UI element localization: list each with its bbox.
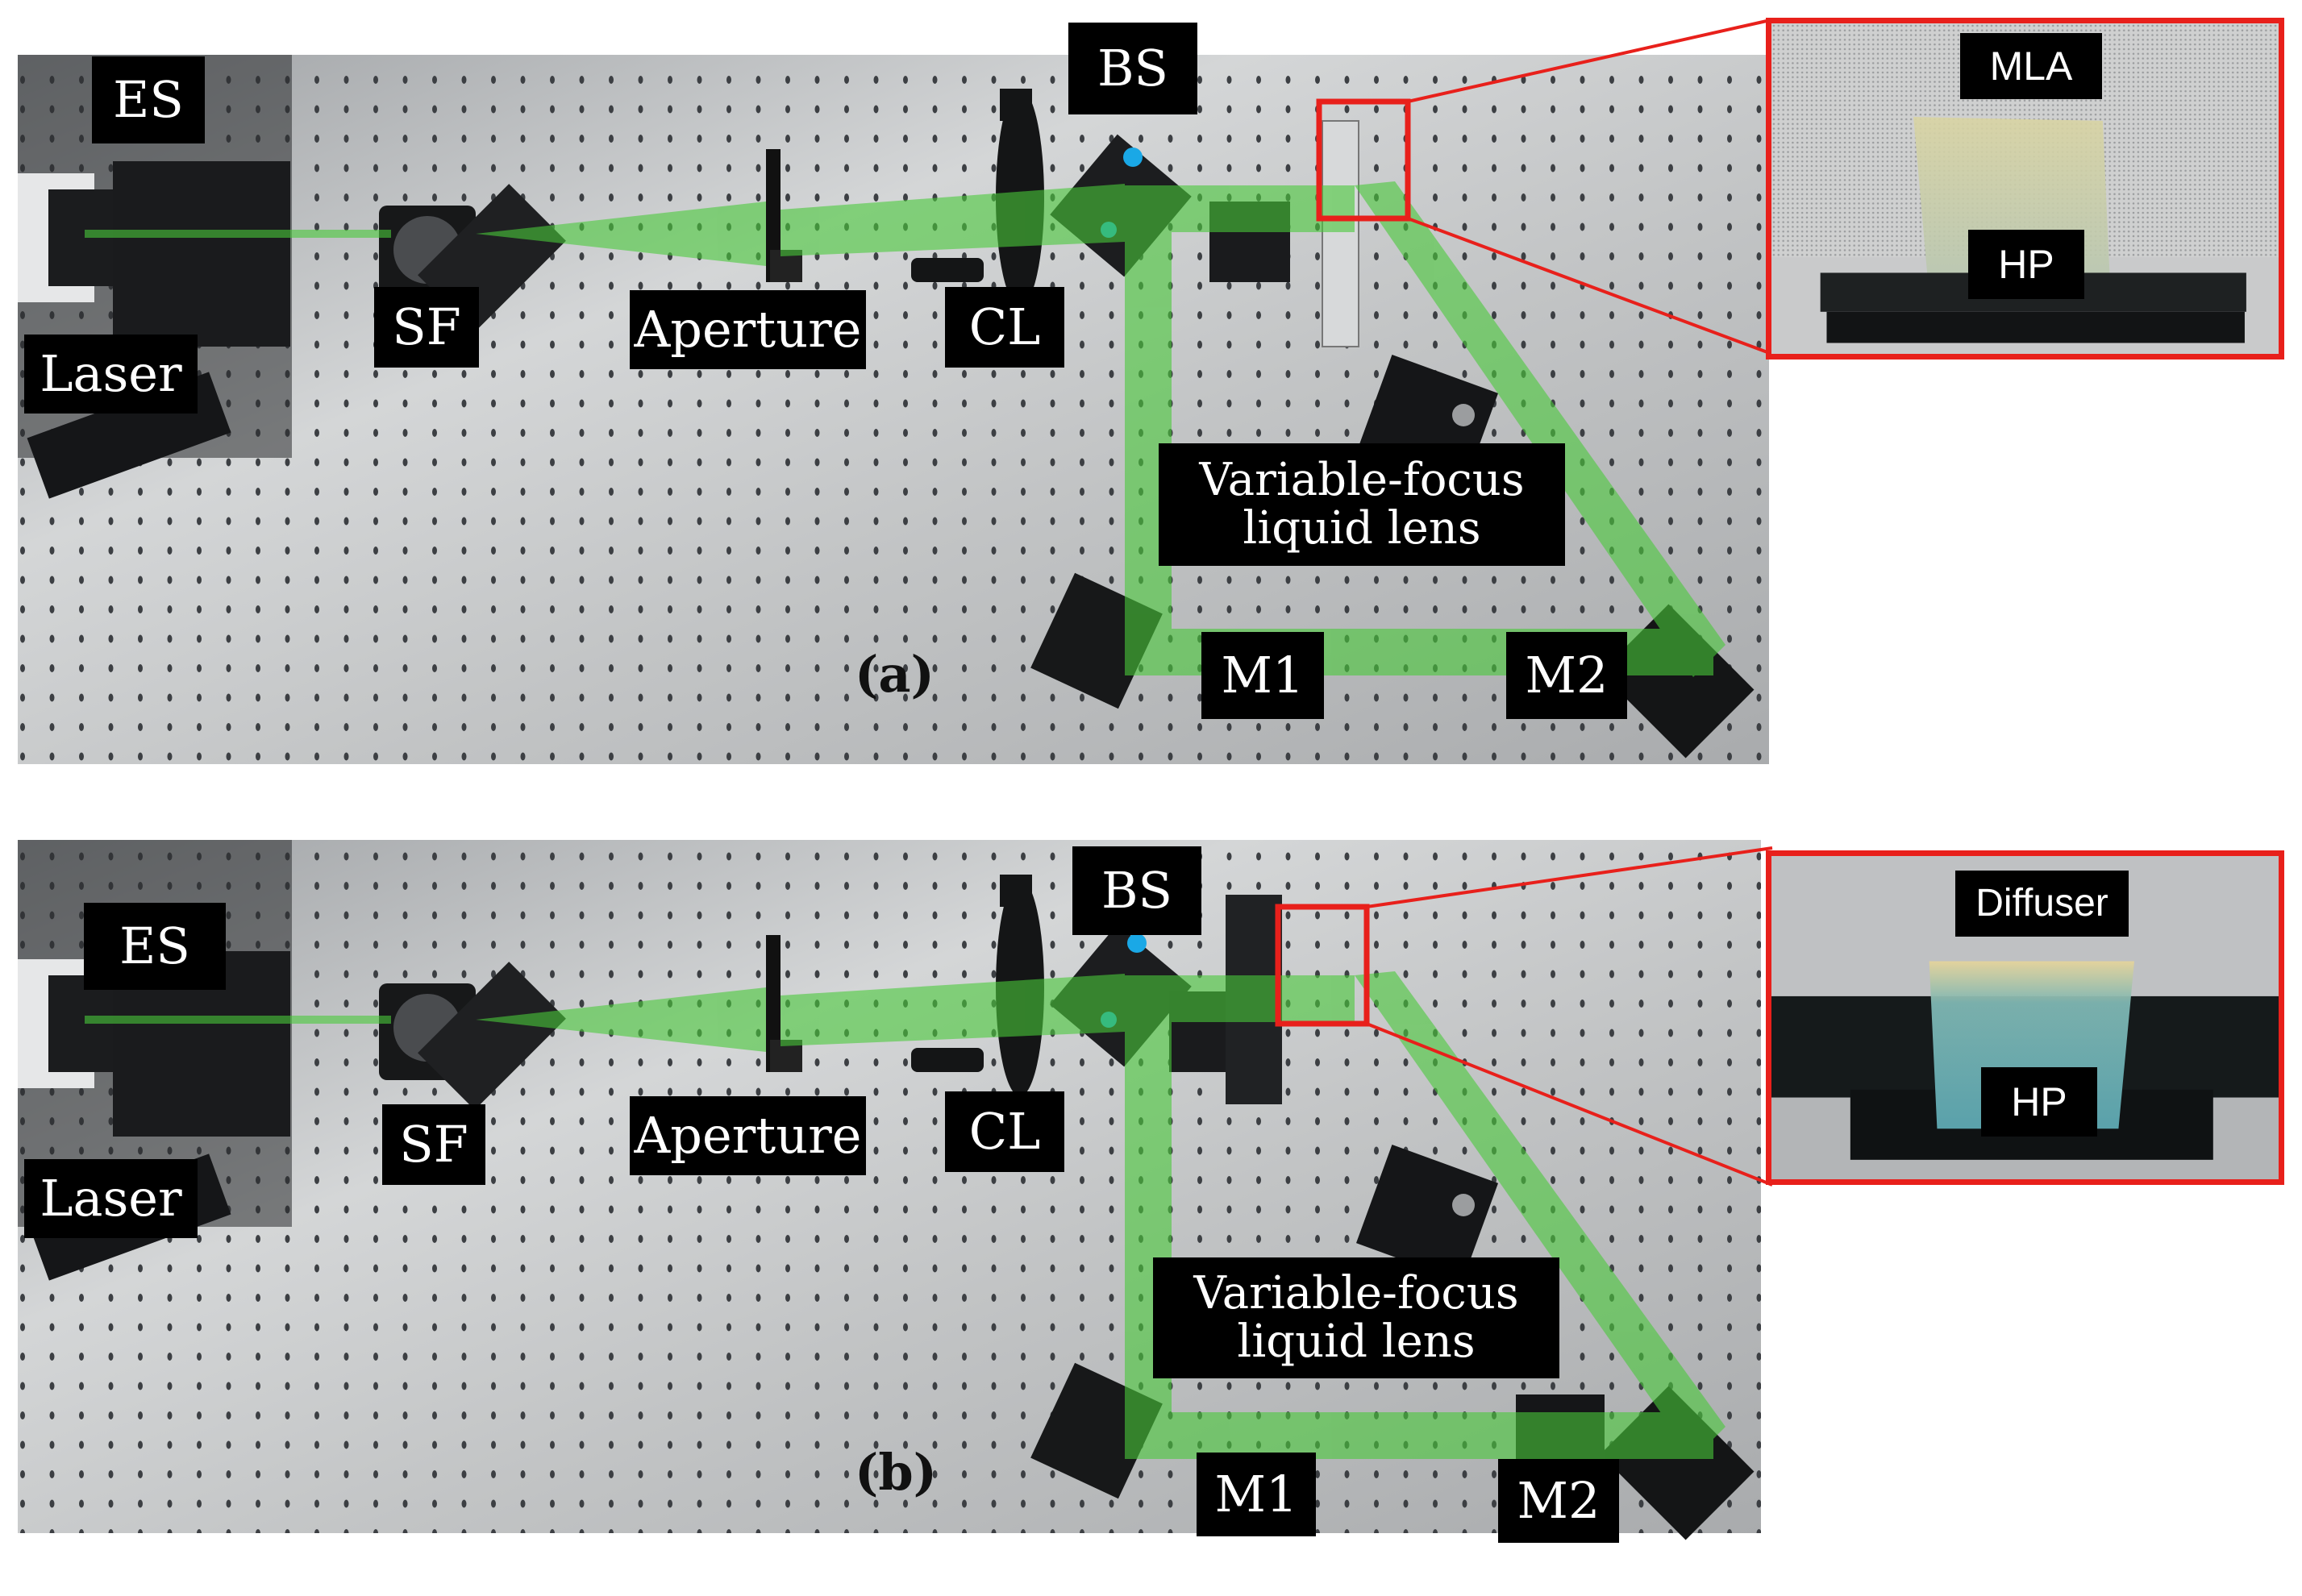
inset-label-hp: HP: [1981, 1067, 2097, 1137]
label-bs: BS: [1068, 23, 1197, 114]
panel-b-caption: (b): [855, 1443, 938, 1502]
label-liquid-lens-line2: liquid lens: [1237, 1315, 1476, 1368]
label-bs: BS: [1072, 846, 1201, 935]
optical-table-photo-b: [18, 840, 1773, 1540]
laser-beam-path-b: [85, 971, 1725, 1459]
label-cl: CL: [945, 1091, 1064, 1172]
mla-highlight-box: [1316, 98, 1411, 222]
panel-a: ES Laser SF Aperture CL BS Variable-focu…: [0, 0, 2302, 790]
label-liquid-lens-line1: Variable-focus: [1199, 453, 1525, 506]
label-es: ES: [92, 56, 205, 143]
label-m2: M2: [1506, 632, 1627, 719]
inset-label-mla: MLA: [1960, 33, 2102, 99]
label-m2: M2: [1498, 1459, 1619, 1543]
label-sf: SF: [382, 1104, 485, 1185]
diffuser-inset: Diffuser HP: [1766, 850, 2284, 1185]
panel-b: ES Laser SF Aperture CL BS Variable-focu…: [0, 806, 2302, 1596]
label-variable-focus-liquid-lens: Variable-focus liquid lens: [1153, 1257, 1559, 1378]
label-m1: M1: [1201, 632, 1324, 719]
label-variable-focus-liquid-lens: Variable-focus liquid lens: [1159, 443, 1565, 566]
diffuser-highlight-box: [1275, 904, 1370, 1027]
label-m1: M1: [1197, 1453, 1316, 1536]
label-aperture: Aperture: [630, 290, 866, 369]
label-liquid-lens-line2: liquid lens: [1243, 502, 1481, 555]
mla-inset: MLA HP: [1766, 18, 2284, 360]
label-laser: Laser: [24, 335, 198, 414]
inset-label-hp: HP: [1968, 230, 2084, 299]
label-cl: CL: [945, 287, 1064, 368]
panel-a-caption: (a): [855, 645, 935, 704]
label-liquid-lens-line1: Variable-focus: [1193, 1266, 1519, 1320]
inset-label-diffuser: Diffuser: [1955, 871, 2129, 937]
label-aperture: Aperture: [630, 1096, 866, 1175]
optical-table-photo-a: [18, 18, 1775, 764]
label-laser: Laser: [24, 1159, 198, 1238]
label-sf: SF: [374, 287, 479, 368]
label-es: ES: [84, 903, 226, 990]
